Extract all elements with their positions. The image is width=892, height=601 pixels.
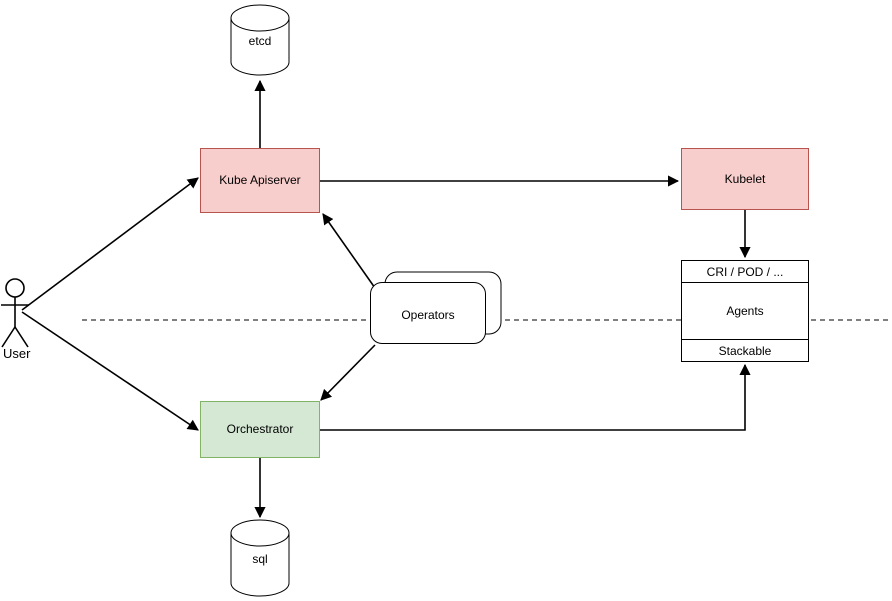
etcd-label: etcd [248, 34, 272, 48]
agents-footer-label: Stackable [718, 343, 772, 358]
operators-label: Operators [401, 308, 455, 322]
agents-footer-band: Stackable [682, 339, 808, 361]
agents-body-label: Agents [726, 304, 764, 318]
edge-user-to-orchestrator [21, 311, 199, 431]
sql-label: sql [252, 552, 268, 566]
node-orchestrator[interactable]: Orchestrator [200, 401, 320, 458]
node-kubelet[interactable]: Kubelet [681, 148, 809, 210]
node-agents[interactable]: CRI / POD / ... Agents Stackable [681, 260, 809, 362]
edge-orchestrator-to-stackable [320, 363, 751, 431]
edge-operators-to-apiserver [322, 213, 376, 289]
edge-user-to-apiserver [21, 177, 199, 311]
kube-apiserver-label: Kube Apiserver [219, 173, 301, 188]
agents-header-label: CRI / POD / ... [706, 264, 784, 279]
edge-operators-to-orchestrator [320, 344, 376, 401]
kubelet-label: Kubelet [724, 171, 766, 186]
orchestrator-label: Orchestrator [226, 422, 294, 437]
user-actor-shape [1, 278, 29, 348]
agents-body-band: Agents [682, 283, 808, 339]
node-operators[interactable] [370, 282, 486, 344]
agents-header-band: CRI / POD / ... [682, 261, 808, 283]
node-kube-apiserver[interactable]: Kube Apiserver [200, 148, 320, 213]
user-label: User [3, 346, 31, 361]
